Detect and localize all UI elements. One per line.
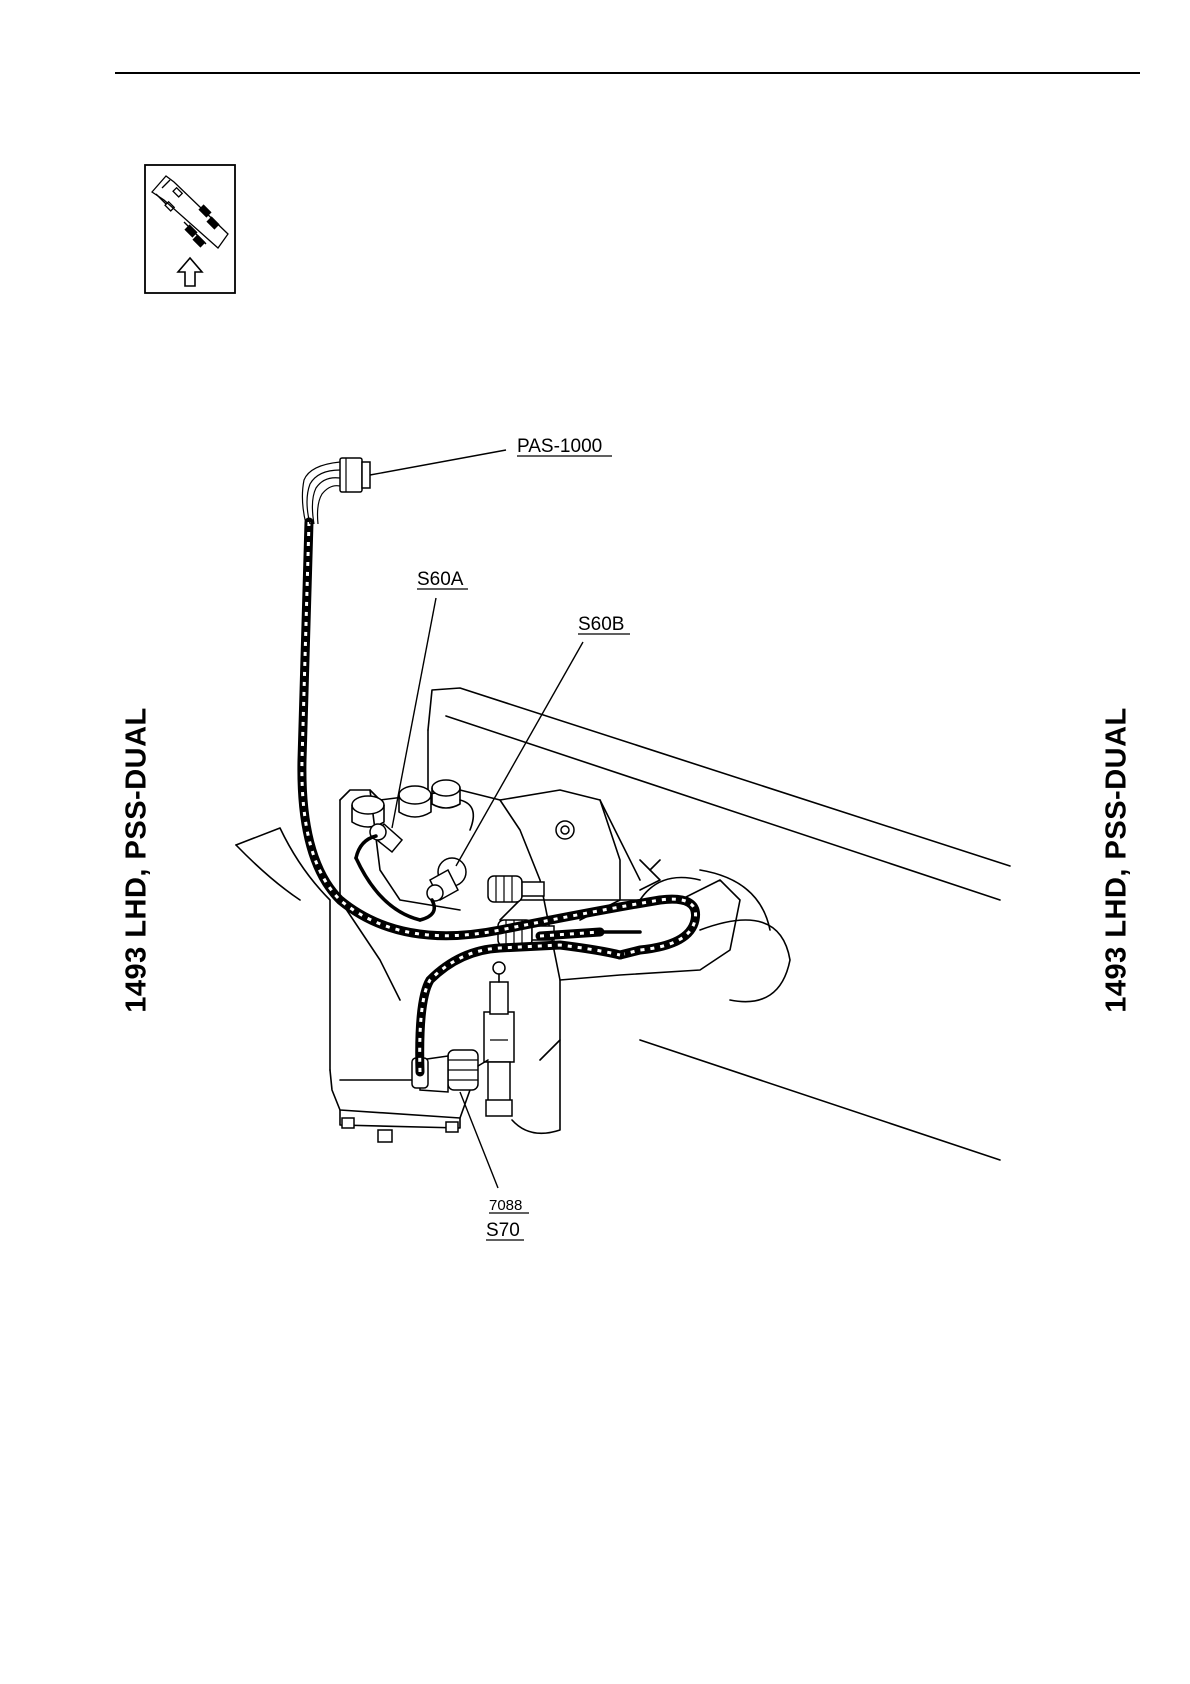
vertical-tube [484,962,560,1133]
connector-pas-1000 [302,458,370,524]
callout-s70: S70 [486,1220,520,1241]
callout-ref-number: 7088 [489,1197,522,1214]
callout-s60a: S60A [417,569,464,590]
callout-s60b: S60B [578,614,624,635]
sensor-s60b [427,858,466,901]
connector-upper [488,876,544,902]
callout-pas-1000: PAS-1000 [517,436,602,457]
fluid-caps [352,780,473,830]
